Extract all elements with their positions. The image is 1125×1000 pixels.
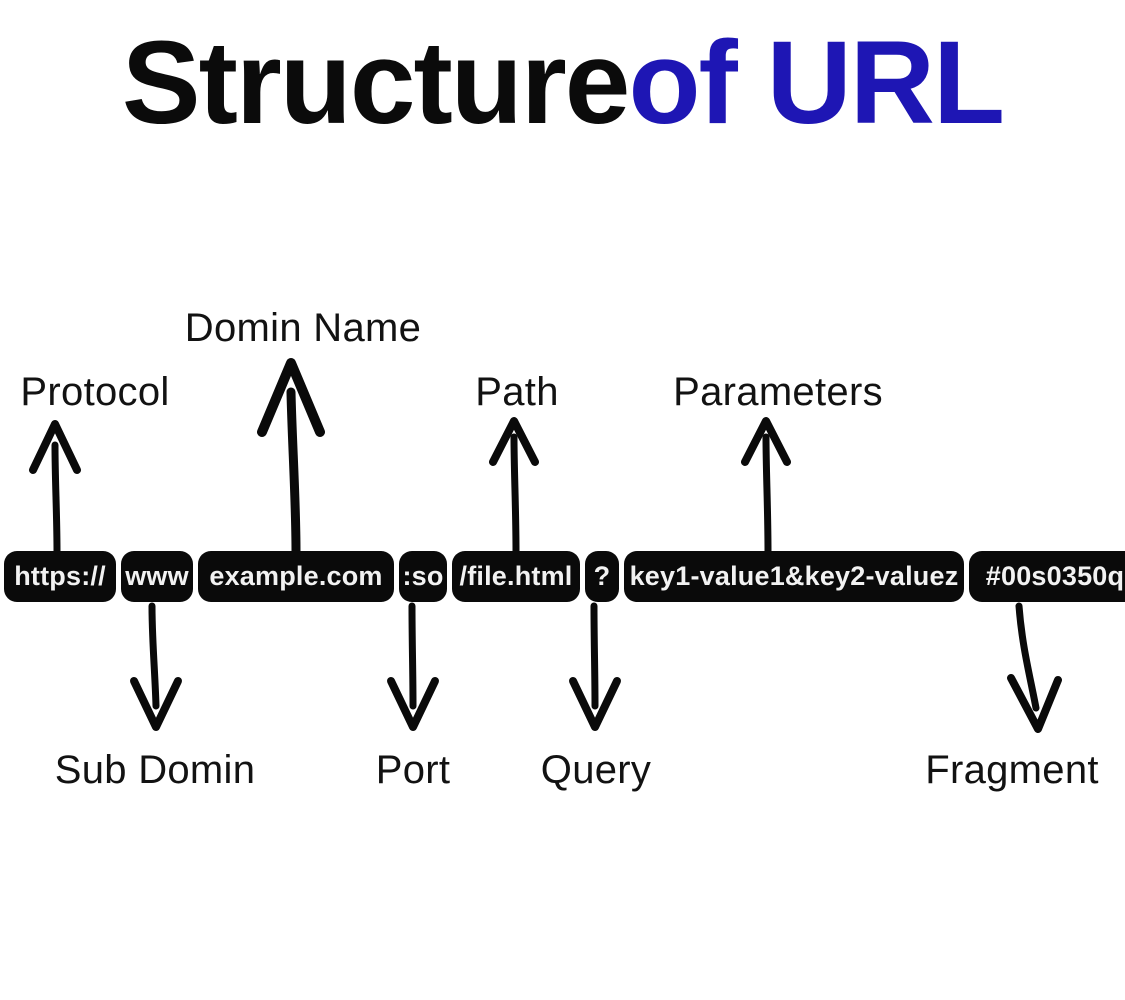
page-title: Structureof URL (0, 24, 1125, 142)
arrow-up-parameters (741, 417, 791, 556)
label-path: Path (475, 370, 559, 414)
page-title-black: Structure (121, 17, 631, 149)
label-parameters: Parameters (673, 370, 883, 414)
url-bar: https:// www example.com :so /file.html … (4, 551, 1125, 602)
label-query: Query (540, 748, 652, 792)
label-protocol: Protocol (20, 370, 170, 414)
arrow-down-query (569, 602, 621, 731)
label-port: Port (375, 748, 451, 792)
url-segment-domain[interactable]: example.com (198, 551, 394, 602)
url-segment-query[interactable]: ? (585, 551, 619, 602)
arrow-up-path (489, 417, 539, 556)
page-title-blue: of URL (628, 17, 1005, 149)
url-segment-fragment[interactable]: #00s0350q (969, 551, 1125, 602)
arrow-down-port (387, 602, 439, 731)
url-segment-parameters[interactable]: key1-value1&key2-valuez (624, 551, 964, 602)
url-segment-port[interactable]: :so (399, 551, 447, 602)
arrow-down-subdomain (130, 602, 182, 731)
arrow-up-domain (257, 358, 325, 557)
label-sub-domain: Sub Domin (54, 748, 256, 792)
arrow-down-fragment (1007, 602, 1062, 733)
url-segment-protocol[interactable]: https:// (4, 551, 116, 602)
url-segment-path[interactable]: /file.html (452, 551, 580, 602)
url-segment-subdomain[interactable]: www (121, 551, 193, 602)
arrow-up-protocol (29, 420, 81, 556)
label-fragment: Fragment (925, 748, 1099, 792)
label-domain-name: Domin Name (184, 306, 422, 350)
